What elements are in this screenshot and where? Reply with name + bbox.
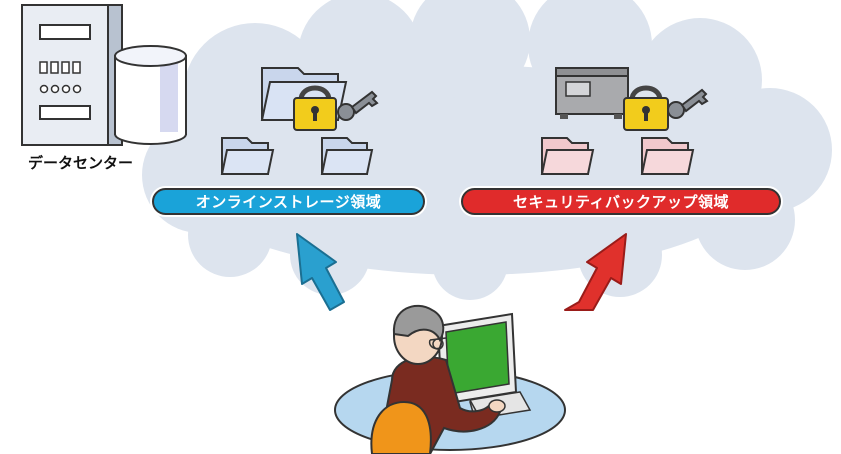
padlock-icon — [293, 85, 337, 131]
folder-icon — [540, 137, 595, 175]
security-backup-pill: セキュリティバックアップ領域 — [459, 186, 783, 217]
key-icon — [667, 88, 709, 119]
datacenter-label: データセンター — [28, 154, 133, 172]
upload-arrow-icon — [296, 233, 345, 311]
upload-arrow-icon — [564, 233, 627, 311]
key-icon — [337, 90, 379, 121]
person-at-computer-icon — [334, 305, 566, 454]
folder-icon — [220, 137, 275, 175]
server-icon — [21, 4, 123, 146]
online-storage-pill: オンラインストレージ領域 — [150, 186, 427, 217]
security-backup-label: セキュリティバックアップ領域 — [513, 193, 729, 211]
database-icon — [114, 45, 187, 145]
safe-icon — [555, 67, 629, 119]
folder-icon — [320, 137, 374, 175]
folder-icon — [640, 137, 695, 175]
online-storage-label: オンラインストレージ領域 — [196, 193, 381, 211]
